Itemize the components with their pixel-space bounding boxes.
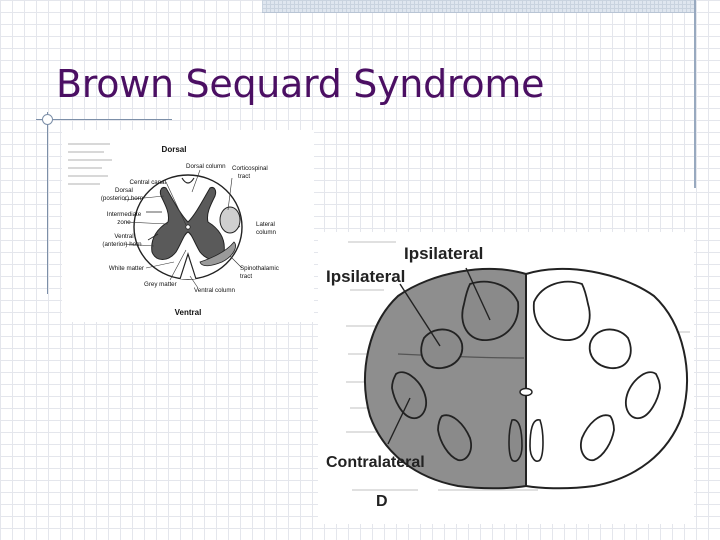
hemisection-lesion-figure: Ipsilateral Ipsilateral Contralateral D (318, 232, 694, 524)
header-band (262, 0, 696, 12)
central-canal (519, 387, 533, 397)
left-accent-line (47, 112, 48, 294)
label-ventral-column: Ventral column (194, 287, 235, 294)
label-lateral-column-1: Lateral (256, 221, 275, 228)
label-intermediate-1: Intermediate (107, 211, 142, 218)
header-band-rule (262, 12, 696, 13)
right-spinothalamic-tract (625, 371, 661, 420)
left-spinothalamic-tract (391, 371, 427, 420)
figure-a-leader-lines (123, 169, 243, 289)
label-spinothalamic-1: Spinothalamic (240, 265, 279, 272)
white-matter-divisions (146, 211, 162, 241)
spinal-cord-anatomy-diagram: Dorsal Ventral (62, 130, 314, 322)
right-corticospinal-tract (588, 328, 632, 369)
label-ventral-horn-1: Ventral (114, 233, 133, 240)
label-spinothalamic-2: tract (240, 273, 252, 280)
label-ventral-horn-2: (anterior) horn (102, 241, 142, 248)
hemisection-lesion-diagram: Ipsilateral Ipsilateral Contralateral D (318, 232, 694, 524)
central-canal (185, 224, 191, 230)
ventral-label: Ventral (175, 308, 202, 317)
left-dorsal-column (461, 280, 520, 341)
dorsal-label: Dorsal (162, 145, 187, 154)
ventral-median-fissure (179, 252, 197, 280)
spinothalamic-tract (199, 241, 236, 267)
corticospinal-tract (219, 206, 241, 234)
label-ipsilateral-upper: Ipsilateral (404, 244, 483, 263)
label-contralateral: Contralateral (326, 454, 425, 471)
transverse-lesion-line (397, 353, 525, 359)
left-ventral-tract (437, 414, 472, 462)
label-lateral-column-2: column (256, 229, 277, 236)
label-grey-matter: Grey matter (144, 281, 177, 288)
panel-letter: D (376, 493, 388, 510)
label-central-canal: Central canal (130, 179, 166, 186)
corner-ring-ornament (42, 114, 53, 125)
title-underline (36, 119, 172, 120)
slide-title: Brown Sequard Syndrome (56, 62, 545, 106)
right-dorsal-column (532, 280, 591, 341)
left-ventral-column (508, 419, 523, 462)
figure-a-labels: Central canal Dorsal column Corticospina… (101, 163, 279, 294)
right-ventral-column (529, 419, 544, 462)
figure-a-bleed-text (68, 143, 112, 185)
spinal-cord-anatomy-figure: Dorsal Ventral (62, 130, 314, 322)
label-intermediate-2: zone (117, 219, 131, 226)
label-corticospinal-1: Corticospinal (232, 165, 268, 172)
figure-b-leader-lines (387, 267, 491, 445)
label-dorsal-horn-2: (posterior) horn (101, 195, 144, 202)
label-dorsal-horn-1: Dorsal (115, 187, 133, 194)
left-corticospinal-tract (420, 328, 464, 369)
dorsal-median-sulcus (181, 177, 195, 184)
label-corticospinal-2: tract (238, 173, 250, 180)
label-ipsilateral-lower: Ipsilateral (326, 267, 405, 286)
right-ventral-tract (580, 414, 615, 462)
label-white-matter: White matter (109, 265, 144, 272)
label-dorsal-column: Dorsal column (186, 163, 226, 170)
right-accent-line (694, 0, 696, 188)
